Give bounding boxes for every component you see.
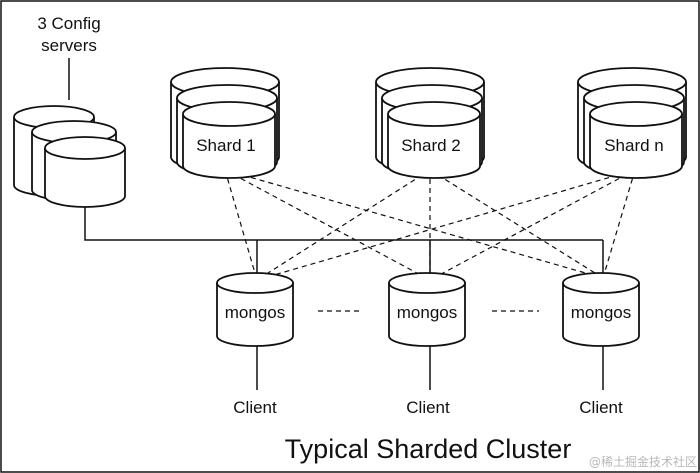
shard-2-label: Shard 2 — [401, 136, 461, 155]
mongos-3-label: mongos — [571, 303, 631, 322]
shard-n: Shard n — [577, 67, 687, 179]
mongos-3: mongos — [562, 272, 640, 347]
mongos-2: mongos — [388, 272, 466, 347]
shard-1: Shard 1 — [170, 67, 280, 179]
mongos-1: mongos — [216, 272, 294, 347]
link-shard1-mongos3 — [224, 169, 604, 279]
shard-n-label: Shard n — [604, 136, 664, 155]
client-2-label: Client — [406, 398, 450, 417]
mongos-2-label: mongos — [397, 303, 457, 322]
shard-2: Shard 2 — [375, 67, 485, 179]
shard-1-label: Shard 1 — [196, 136, 256, 155]
config-server-3 — [44, 136, 126, 208]
config-servers — [13, 105, 126, 208]
client-3-label: Client — [579, 398, 623, 417]
watermark: @稀土掘金技术社区 — [589, 454, 697, 469]
connections — [84, 169, 636, 390]
link-shard2-mongos3 — [429, 169, 604, 279]
link-shard1-mongos2 — [224, 169, 431, 281]
link-shardn-mongos2 — [429, 169, 636, 281]
link-shard2-mongos1 — [256, 169, 431, 281]
link-shard1-mongos1 — [224, 169, 258, 281]
client-1-label: Client — [233, 398, 277, 417]
link-shardn-mongos3 — [602, 169, 636, 279]
mongos-1-label: mongos — [225, 303, 285, 322]
config-label-line1: 3 Config — [37, 14, 100, 33]
config-label-line2: servers — [41, 36, 97, 55]
link-shardn-mongos1 — [256, 169, 636, 281]
diagram-title: Typical Sharded Cluster — [285, 434, 572, 464]
